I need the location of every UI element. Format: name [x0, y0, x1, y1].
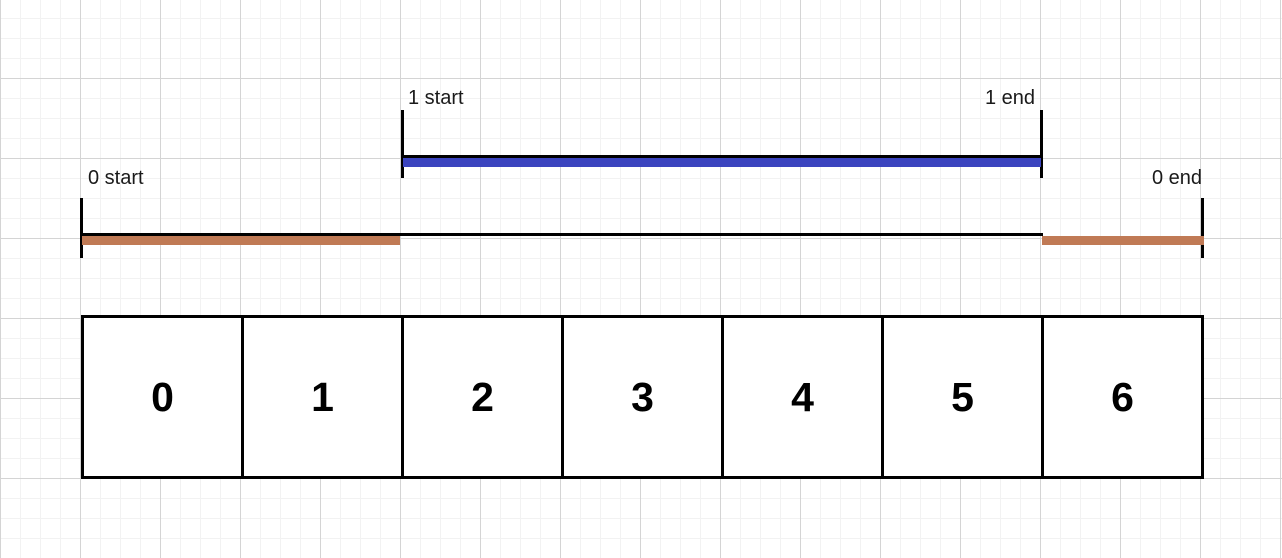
- index-cell-label: 2: [471, 373, 494, 420]
- interval-0-end-tick: [1201, 198, 1204, 258]
- index-cell[interactable]: 0: [81, 315, 244, 479]
- index-cell-label: 3: [631, 373, 654, 420]
- interval-0-rail: [80, 233, 1043, 236]
- index-cell-label: 5: [951, 373, 974, 420]
- index-cell-label: 4: [791, 373, 814, 420]
- index-cell[interactable]: 5: [881, 315, 1044, 479]
- index-cell-label: 1: [311, 373, 334, 420]
- interval-1-rail: [401, 155, 1043, 158]
- interval-0-bar-right-segment: [1042, 236, 1204, 245]
- interval-0-start-label: 0 start: [88, 167, 144, 189]
- index-cell[interactable]: 3: [561, 315, 724, 479]
- index-cell[interactable]: 6: [1041, 315, 1204, 479]
- interval-0-end-label: 0 end: [1151, 167, 1202, 189]
- interval-1-end-label: 1 end: [984, 87, 1035, 109]
- index-cell-label: 6: [1111, 373, 1134, 420]
- index-cell[interactable]: 4: [721, 315, 884, 479]
- index-cell-label: 0: [151, 373, 174, 420]
- interval-1-bar: [403, 158, 1041, 167]
- interval-0-bar-left-segment: [82, 236, 400, 245]
- index-cell[interactable]: 1: [241, 315, 404, 479]
- interval-0-start-tick: [80, 198, 83, 258]
- interval-1-end-tick: [1040, 110, 1043, 178]
- interval-1-start-label: 1 start: [408, 87, 464, 109]
- index-cell[interactable]: 2: [401, 315, 564, 479]
- index-cell-row: 0 1 2 3 4 5 6: [81, 315, 1204, 479]
- interval-1-start-tick: [401, 110, 404, 178]
